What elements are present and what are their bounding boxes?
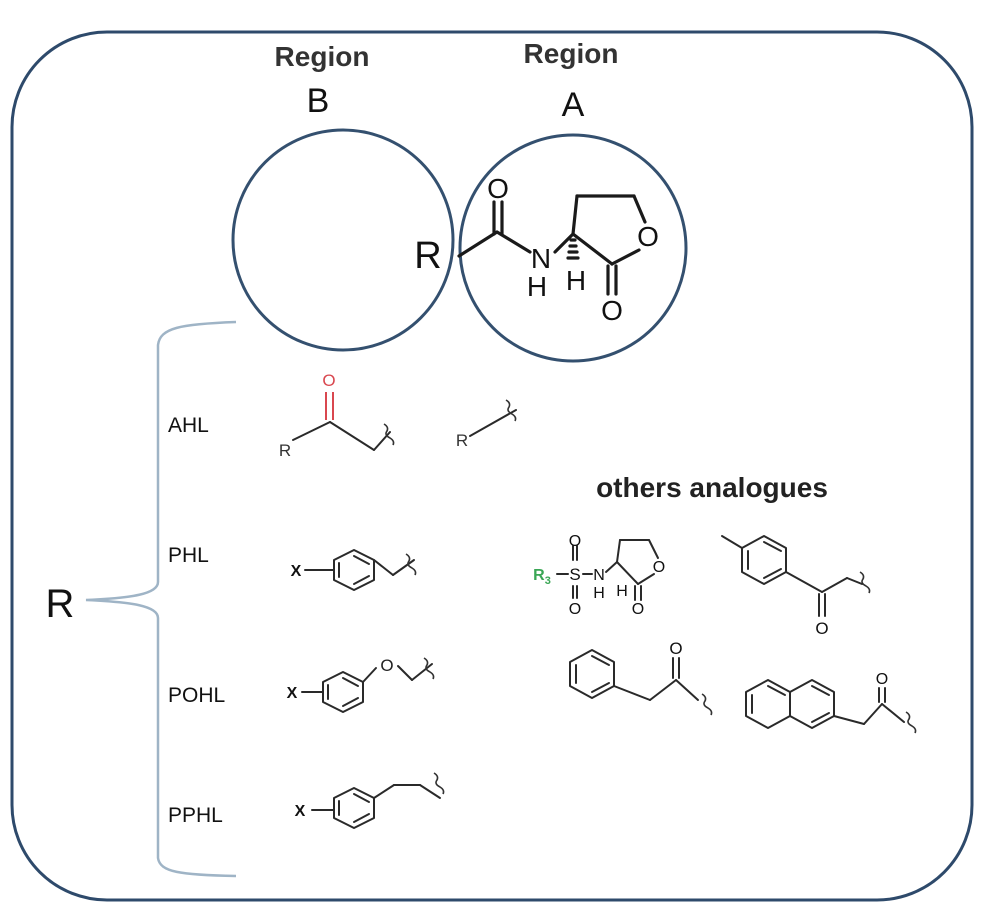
region-a-letter: A [562, 86, 585, 124]
phenylacetyl-o-label: O [669, 639, 682, 658]
core-o-bottom: O [601, 295, 623, 326]
sulfonamide-r3-label: R3 [533, 567, 551, 587]
pohl-structure: O X [287, 656, 435, 713]
core-n: N [531, 243, 551, 274]
core-h-c: H [566, 265, 586, 296]
phl-structure: X [291, 549, 417, 591]
region-a-circle [458, 133, 688, 363]
ahl-o-label: O [322, 371, 335, 390]
sulfonamide-structure: R3 S O O N H H O O [533, 533, 665, 618]
others-title: others analogues [596, 472, 828, 503]
region-b-circle [231, 128, 455, 352]
pohl-x-label: X [287, 685, 298, 702]
tolyl-o-label: O [815, 619, 828, 638]
r-brace [85, 320, 237, 878]
region-b-letter: B [307, 82, 330, 120]
region-a-word: Region [524, 38, 619, 69]
ahl-alkyl-structure: R [456, 399, 517, 450]
ahl-r-label: R [279, 441, 291, 460]
outer-frame [10, 30, 974, 902]
pphl-x-label: X [295, 803, 306, 820]
class-label-pohl: POHL [168, 684, 225, 707]
sulfonamide-hn-label: H [593, 585, 605, 602]
naphthyl-structure: O [745, 671, 917, 734]
ahl-r2-label: R [456, 431, 468, 450]
core-o-ring: O [637, 221, 659, 252]
tolyl-ketone-structure: O [721, 535, 871, 638]
class-label-phl: PHL [168, 544, 209, 567]
region-b-word: Region [275, 41, 370, 72]
sulfonamide-o-bottom-label: O [632, 601, 644, 618]
sulfonamide-o-ring-label: O [653, 559, 665, 576]
brace-r-label: R [46, 582, 75, 626]
pohl-o-label: O [380, 656, 393, 675]
ahl-acyl-structure: O R [279, 371, 395, 460]
phl-x-label: X [291, 563, 302, 580]
sulfonamide-o1-label: O [569, 533, 581, 550]
phenylacetyl-structure: O [569, 639, 713, 716]
sulfonamide-s-label: S [569, 565, 580, 584]
core-o-top: O [487, 173, 509, 204]
sulfonamide-o2-label: O [569, 601, 581, 618]
class-label-ahl: AHL [168, 414, 209, 437]
sulfonamide-hc-label: H [616, 583, 628, 600]
core-lactone-structure: R O O O N H H [414, 173, 659, 326]
class-label-pphl: PPHL [168, 804, 223, 827]
core-r-label: R [414, 235, 441, 277]
sulfonamide-n-label: N [593, 567, 605, 584]
naphthyl-o-label: O [876, 671, 888, 688]
core-h-n: H [527, 271, 547, 302]
pphl-structure: X [295, 772, 445, 829]
